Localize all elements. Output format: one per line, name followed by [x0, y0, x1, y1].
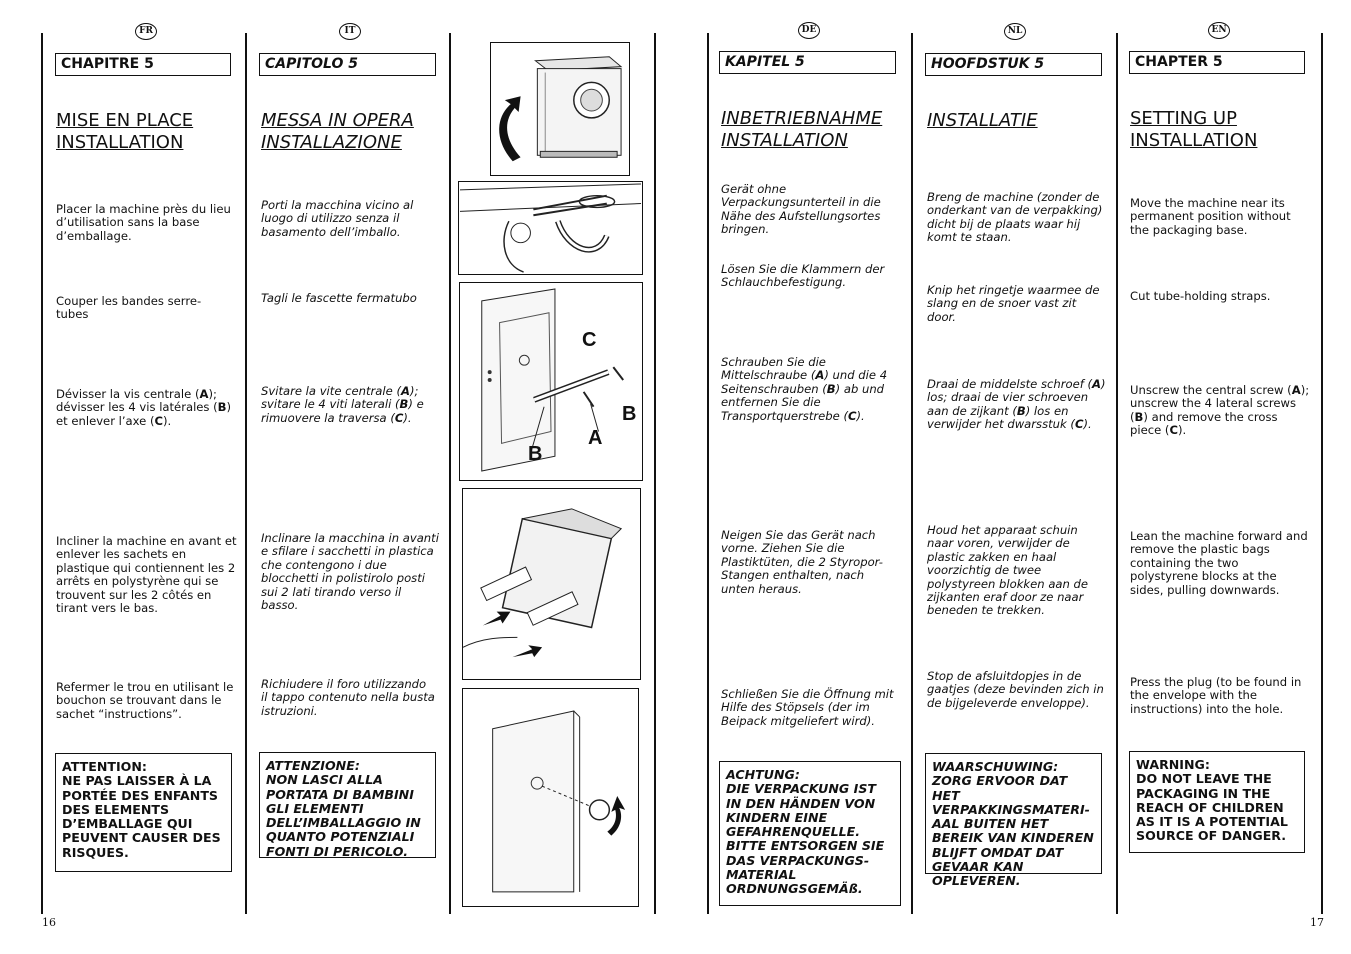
column-divider	[707, 33, 709, 914]
language-flag-it: IT	[339, 23, 361, 40]
figure-cut-straps	[458, 181, 643, 275]
title-line-2: INSTALLATION	[56, 132, 184, 153]
language-flag-fr: FR	[135, 23, 157, 40]
step-5-text-de: Schließen Sie die Öffnung mit Hilfe des …	[721, 687, 894, 728]
title-line-1: INSTALLATIE	[927, 110, 1038, 131]
figure-insert-plug	[462, 688, 639, 907]
step-3-text-it: Svitare la vite centrale (A); svitare le…	[261, 384, 424, 425]
title-line-1: MESSA IN OPERA	[261, 110, 414, 131]
column-divider	[449, 33, 451, 914]
step-4-text-fr: Incliner la machine en avant et enlever …	[56, 534, 237, 616]
step-5-text-fr: Refermer le trou en utilisant le bouchon…	[56, 680, 234, 721]
step-3-text-de: Schrauben Sie die Mittelschraube (A) und…	[721, 355, 888, 423]
figure-machine-without-base	[490, 42, 630, 176]
step-1-text-nl: Breng de machine (zonder de onderkant va…	[927, 190, 1103, 245]
figure-remove-polystyrene	[462, 488, 641, 680]
language-flag-en: EN	[1208, 22, 1230, 39]
step-1-text-fr: Placer la machine près du lieu d’utilisa…	[56, 202, 231, 243]
step-1-text-it: Porti la macchina vicino al luogo di uti…	[261, 198, 414, 239]
column-divider	[1116, 33, 1118, 914]
figure-label-c: C	[582, 329, 597, 351]
step-5-text-it: Richiudere il foro utilizzando il tappo …	[261, 677, 435, 718]
figure-remove-cross-piece: C B A B	[459, 282, 643, 481]
figure-label-a: A	[588, 427, 603, 449]
figure-label-b: B	[528, 443, 543, 465]
language-flag-nl: NL	[1004, 23, 1026, 40]
page-number-left: 16	[42, 916, 56, 929]
step-1-text-de: Gerät ohne Verpackungsunterteil in die N…	[721, 182, 881, 237]
column-divider	[41, 33, 43, 914]
section-title-nl: INSTALLATIE	[927, 110, 1038, 132]
section-title-en: SETTING UP INSTALLATION	[1130, 108, 1257, 152]
step-1-text-en: Move the machine near its permanent posi…	[1130, 196, 1291, 237]
chapter-heading-it: CAPITOLO 5	[259, 53, 436, 76]
warning-box-it: ATTENZIONE: NON LASCI ALLA PORTATA DI BA…	[259, 752, 436, 858]
column-divider	[911, 33, 913, 914]
step-4-text-it: Inclinare la macchina in avanti e sfilar…	[261, 531, 439, 613]
step-5-text-en: Press the plug (to be found in the envel…	[1130, 675, 1302, 716]
section-title-de: INBETRIEBNAHME INSTALLATION	[721, 108, 882, 152]
title-line-2: INSTALLATION	[721, 130, 848, 151]
step-4-text-nl: Houd het apparaat schuin naar voren, ver…	[927, 523, 1089, 618]
chapter-heading-de: KAPITEL 5	[719, 51, 896, 74]
step-3-text-en: Unscrew the central screw (A); unscrew t…	[1130, 383, 1310, 438]
title-line-1: MISE EN PLACE	[56, 110, 194, 131]
step-3-text-nl: Draai de middelste schroef (A) los; draa…	[927, 377, 1106, 432]
figure-label-b: B	[622, 403, 637, 425]
chapter-heading-en: CHAPTER 5	[1129, 51, 1305, 74]
section-title-it: MESSA IN OPERA INSTALLAZIONE	[261, 110, 414, 154]
title-line-1: INBETRIEBNAHME	[721, 108, 883, 129]
column-divider	[654, 33, 656, 914]
step-4-text-en: Lean the machine forward and remove the …	[1130, 529, 1308, 597]
step-2-text-nl: Knip het ringetje waarmee de slang en de…	[927, 283, 1100, 324]
title-line-1: SETTING UP	[1130, 108, 1237, 129]
step-4-text-de: Neigen Sie das Gerät nach vorne. Ziehen …	[721, 528, 883, 596]
language-flag-de: DE	[798, 22, 820, 39]
warning-box-nl: WAARSCHUWING: ZORG ERVOOR DAT HET VERPAK…	[925, 753, 1102, 888]
warning-box-de: ACHTUNG: DIE VERPACKUNG IST IN DEN HÄNDE…	[719, 761, 901, 906]
step-2-text-en: Cut tube-holding straps.	[1130, 289, 1271, 303]
warning-box-fr: ATTENTION: NE PAS LAISSER À LA PORTÉE DE…	[55, 753, 232, 872]
column-divider	[1321, 33, 1323, 914]
title-line-2: INSTALLATION	[1130, 130, 1258, 151]
step-2-text-de: Lösen Sie die Klammern der Schlauchbefes…	[721, 262, 885, 290]
step-5-text-nl: Stop de afsluitdopjes in de gaatjes (dez…	[927, 669, 1104, 710]
column-divider	[245, 33, 247, 914]
chapter-heading-nl: HOOFDSTUK 5	[925, 53, 1102, 76]
step-3-text-fr: Dévisser la vis centrale (A); dévisser l…	[56, 387, 232, 428]
title-line-2: INSTALLAZIONE	[261, 132, 402, 153]
warning-box-en: WARNING: DO NOT LEAVE THE PACKAGING IN T…	[1129, 751, 1305, 853]
chapter-heading-fr: CHAPITRE 5	[55, 53, 231, 76]
step-2-text-it: Tagli le fascette fermatubo	[261, 291, 417, 305]
step-2-text-fr: Couper les bandes serre-tubes	[56, 294, 202, 322]
section-title-fr: MISE EN PLACE INSTALLATION	[56, 110, 193, 154]
page-number-right: 17	[1310, 916, 1324, 929]
